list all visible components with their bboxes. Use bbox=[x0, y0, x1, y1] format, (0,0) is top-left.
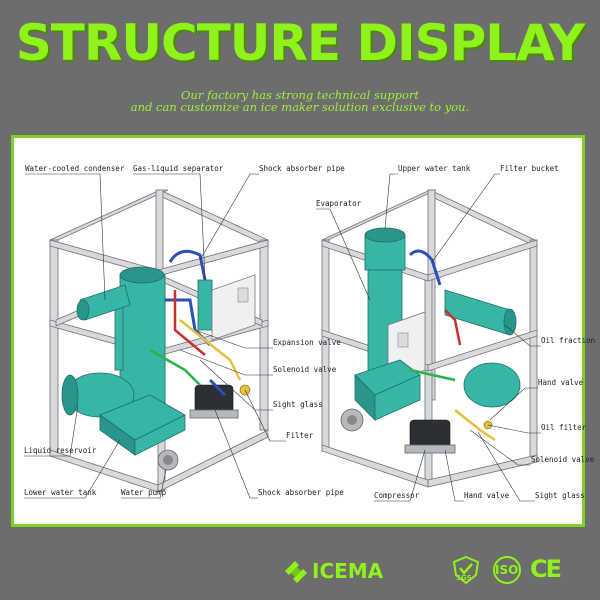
label-shock-absorber-pipe-top: Shock absorber pipe bbox=[259, 164, 345, 173]
label-water-pump: Water pump bbox=[121, 488, 167, 497]
subtitle-line-2: and can customize an ice maker solution … bbox=[130, 100, 470, 114]
right-lower-tank bbox=[354, 359, 421, 421]
footer: ICEMA SGS ISO CE bbox=[0, 555, 600, 587]
subtitle-line-1: Our factory has strong technical support bbox=[181, 88, 419, 102]
icema-logo-icon bbox=[285, 561, 307, 583]
label-oil-filter: Oil filter bbox=[541, 423, 587, 432]
label-upper-water-tank: Upper water tank bbox=[398, 164, 471, 173]
label-compressor: Compressor bbox=[374, 491, 420, 500]
right-water-pump bbox=[340, 408, 364, 432]
left-compressor bbox=[189, 384, 239, 419]
left-condenser bbox=[76, 284, 131, 321]
label-oil-fraction: Oil fraction bbox=[541, 336, 595, 345]
label-evaporator: Evaporator bbox=[316, 199, 362, 208]
right-liquid-reservoir bbox=[463, 362, 521, 408]
label-sight-glass-right: Sight glass bbox=[535, 491, 585, 500]
right-compressor bbox=[404, 419, 456, 454]
label-hand-valve-top: Hand valve bbox=[538, 378, 584, 387]
label-hand-valve-bottom: Hand valve bbox=[464, 491, 510, 500]
label-shock-absorber-pipe-bottom: Shock absorber pipe bbox=[258, 488, 344, 497]
iso-badge-icon: ISO bbox=[490, 555, 524, 585]
right-label-group: Upper water tank Filter bucket Evaporato… bbox=[316, 164, 595, 502]
label-expansion-valve: Expansion valve bbox=[273, 338, 341, 347]
left-lower-water-tank bbox=[99, 394, 186, 456]
sgs-badge-icon: SGS bbox=[450, 555, 482, 585]
sgs-label: SGS bbox=[456, 574, 472, 582]
label-filter: Filter bbox=[286, 431, 314, 440]
right-oil-fraction bbox=[444, 289, 517, 336]
label-filter-bucket: Filter bucket bbox=[500, 164, 559, 173]
left-machine bbox=[49, 189, 269, 493]
left-liquid-reservoir bbox=[61, 372, 135, 418]
right-upper-water-tank bbox=[364, 227, 406, 271]
label-water-cooled-condenser: Water-cooled condenser bbox=[25, 164, 125, 173]
left-water-pump bbox=[157, 449, 179, 471]
brand-name: ICEMA bbox=[312, 559, 384, 583]
label-liquid-reservoir: Liquid reservoir bbox=[24, 446, 97, 455]
left-gas-liquid-separator bbox=[197, 279, 213, 331]
label-gas-liquid-separator: Gas-liquid separator bbox=[133, 164, 224, 173]
label-solenoid-valve: Solenoid valve bbox=[273, 365, 337, 374]
left-control-box bbox=[211, 274, 256, 341]
left-label-group: Water-cooled condenser Gas-liquid separa… bbox=[24, 164, 345, 499]
iso-label: ISO bbox=[495, 563, 519, 577]
label-lower-water-tank: Lower water tank bbox=[24, 488, 97, 497]
page-title: STRUCTURE DISPLAY bbox=[15, 14, 585, 72]
ce-mark-icon: CE bbox=[530, 555, 562, 583]
right-machine bbox=[321, 189, 538, 488]
label-solenoid-valve-right: Solenoid valve bbox=[531, 455, 595, 464]
label-sight-glass: Sight glass bbox=[273, 400, 323, 409]
